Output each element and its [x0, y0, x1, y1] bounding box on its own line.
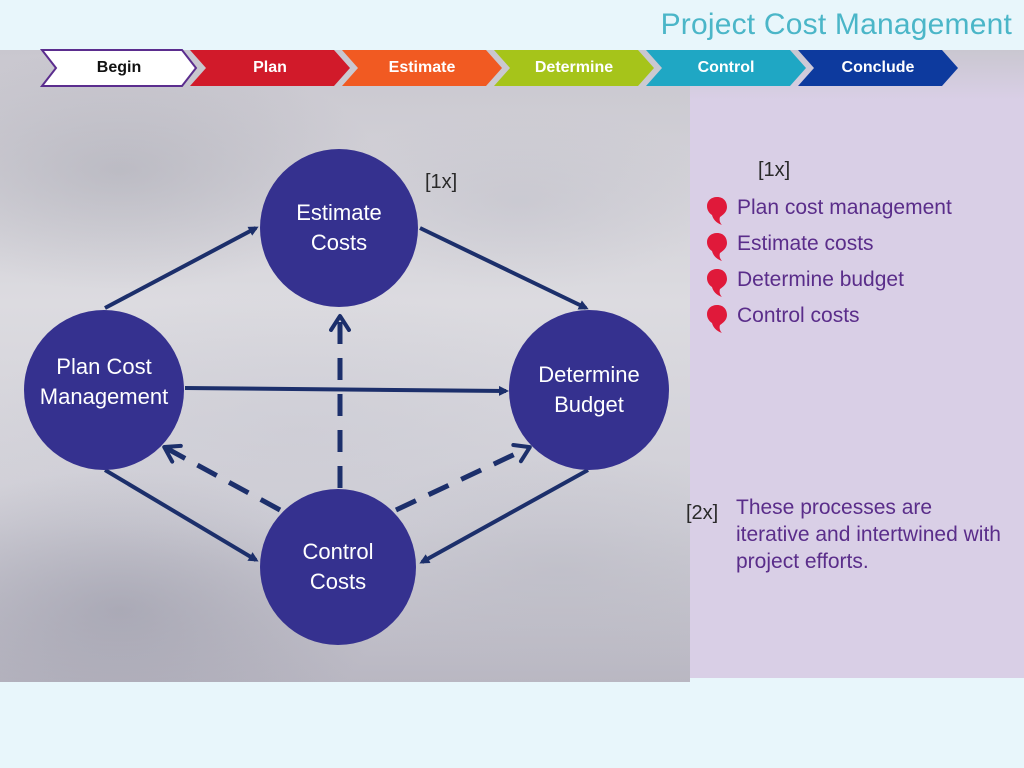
node-estimate-costs: [260, 149, 418, 307]
note-tag: [2x]: [686, 502, 719, 524]
node-determine-line2: Budget: [554, 392, 624, 417]
speech-bubble-icon: [707, 269, 727, 297]
node-determine-label: Determine Budget: [504, 360, 674, 420]
nav-step-estimate[interactable]: Estimate: [388, 59, 456, 76]
nav-step-determine[interactable]: Determine: [534, 59, 614, 76]
list-item-label: Estimate costs: [737, 232, 874, 255]
process-nav: Begin Plan Estimate Determine Control Co…: [0, 47, 1024, 89]
arrow-control-to-determine-dashed: [394, 442, 532, 513]
arrow-plan-to-determine: [184, 385, 509, 396]
info-panel: [690, 50, 1024, 678]
node-control-line2: Costs: [309, 569, 367, 594]
list-item-label: Plan cost management: [737, 196, 952, 219]
list-item-label: Control costs: [737, 304, 860, 327]
nav-chevron-conclude[interactable]: [798, 50, 958, 86]
page-title: Project Cost Management: [660, 8, 1012, 41]
speech-bubble-icon: [707, 233, 727, 261]
node-determine-line1: Determine: [538, 362, 640, 387]
arrow-control-to-plan-dashed: [162, 443, 282, 513]
iterative-note: These processes are iterative and intert…: [736, 496, 1001, 573]
arrow-determine-to-control: [419, 468, 589, 564]
arrow-estimate-to-determine: [419, 226, 589, 310]
list-item-label: Determine budget: [737, 268, 904, 291]
node-control-label: Control Costs: [253, 537, 423, 597]
node-plan-line1: Plan Cost: [56, 354, 152, 379]
node-plan-label: Plan Cost Management: [19, 352, 189, 412]
diagram-tag: [1x]: [425, 171, 458, 193]
node-estimate-line1: Estimate: [296, 200, 382, 225]
nav-chevron-begin[interactable]: [39, 49, 198, 87]
node-plan-cost-management: [24, 310, 184, 470]
panel-tag: [1x]: [758, 159, 791, 181]
nav-chevron-control[interactable]: [646, 50, 806, 86]
nav-chevrons: [39, 49, 958, 87]
arrow-plan-to-control: [103, 468, 259, 562]
nav-chevron-estimate[interactable]: [342, 50, 502, 86]
speech-bubble-icon: [707, 305, 727, 333]
node-control-line1: Control: [302, 539, 374, 564]
arrow-plan-to-estimate: [104, 226, 259, 310]
nav-step-plan[interactable]: Plan: [253, 59, 287, 76]
nav-step-control[interactable]: Control: [697, 59, 755, 76]
nav-step-conclude[interactable]: Conclude: [841, 59, 915, 76]
node-plan-line2: Management: [39, 384, 169, 409]
node-estimate-line2: Costs: [310, 230, 368, 255]
node-control-costs: [260, 489, 416, 645]
nav-chevron-determine[interactable]: [494, 50, 654, 86]
nav-chevron-plan[interactable]: [190, 50, 350, 86]
nav-step-begin[interactable]: Begin: [96, 59, 142, 76]
speech-bubble-icon: [707, 197, 727, 225]
node-estimate-label: Estimate Costs: [254, 198, 424, 258]
node-determine-budget: [509, 310, 669, 470]
